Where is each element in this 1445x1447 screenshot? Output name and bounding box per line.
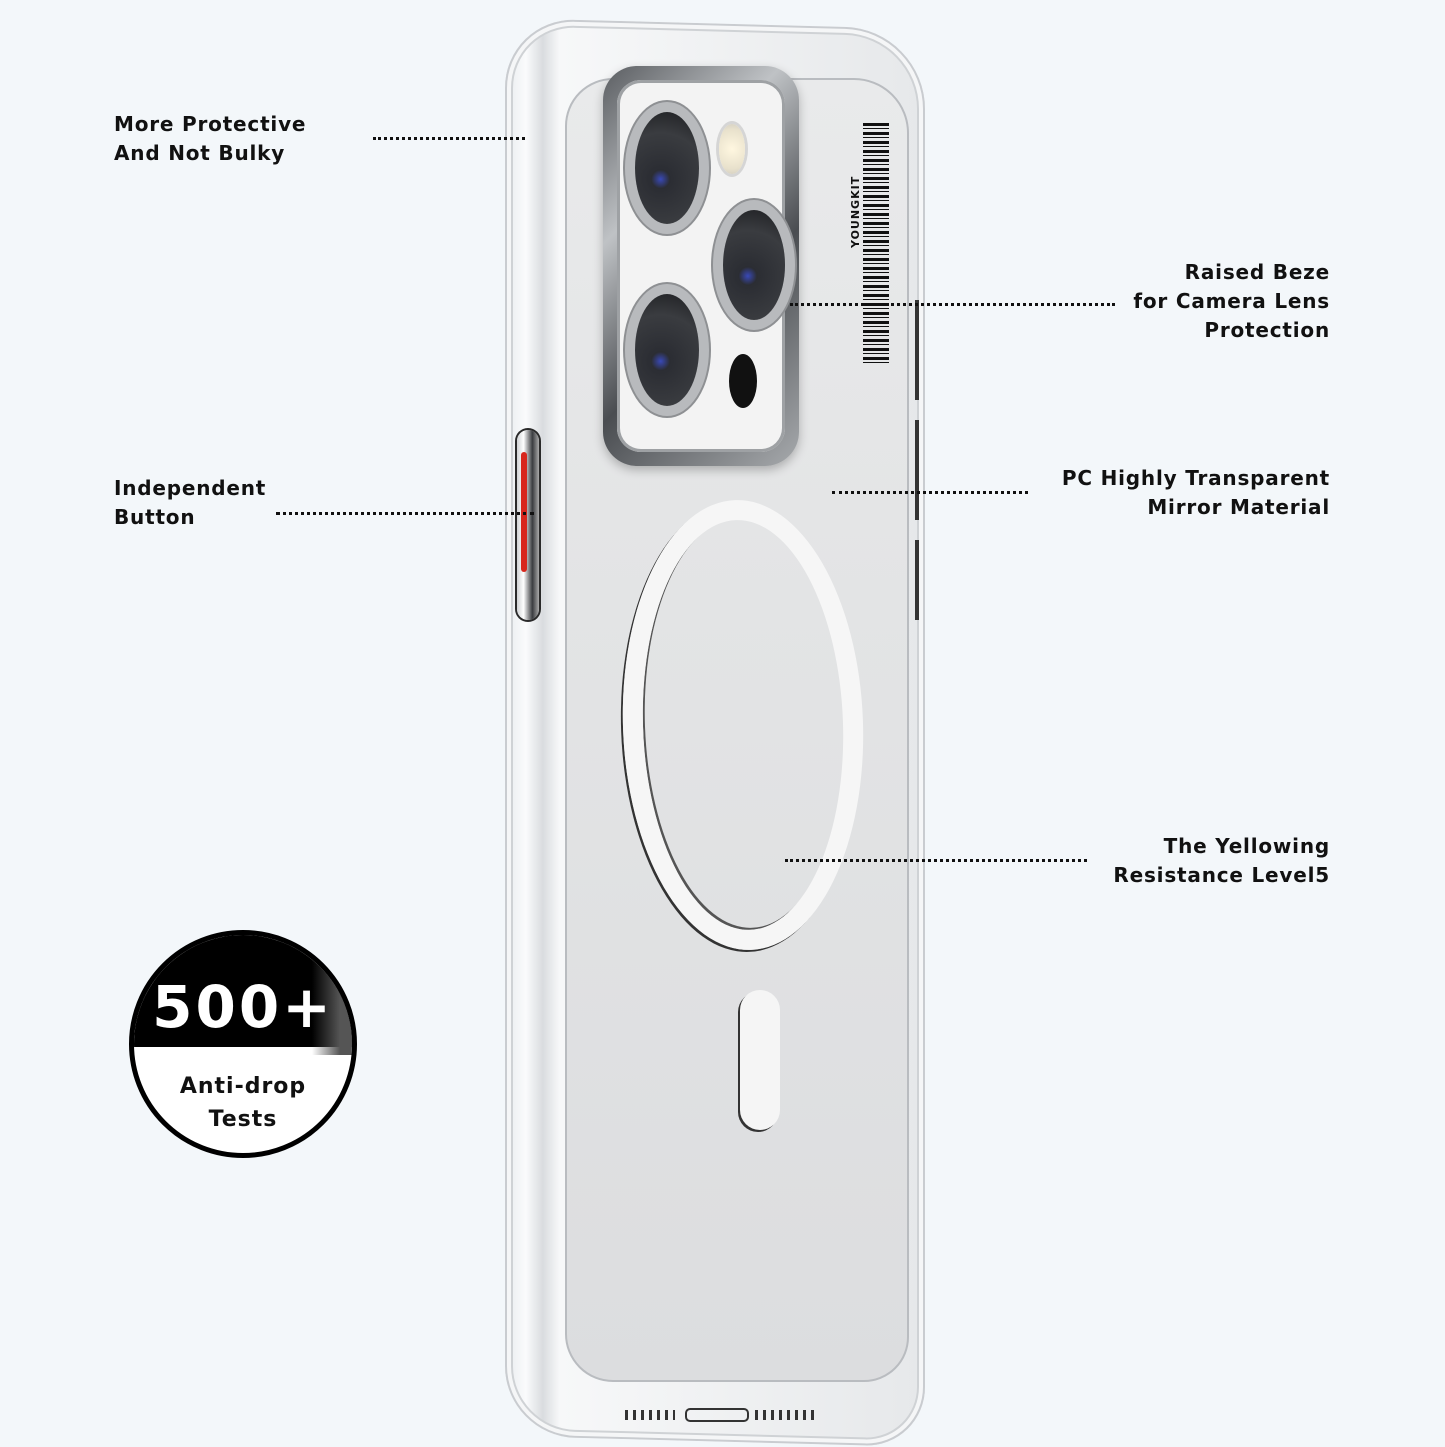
- callout-text-line: And Not Bulky: [114, 141, 286, 165]
- callout-text-line: for Camera Lens: [1133, 289, 1330, 313]
- badge-label-line: Tests: [208, 1107, 278, 1132]
- badge-label: Anti-drop Tests: [134, 1070, 352, 1136]
- speaker-grille-icon: [625, 1410, 675, 1420]
- camera-lens-icon: [635, 294, 699, 406]
- charging-port-icon: [685, 1408, 749, 1422]
- callout-text-line: The Yellowing: [1163, 834, 1330, 858]
- brand-barcode-label: YOUNGKIT: [849, 123, 889, 363]
- callout-more-protective: More Protective And Not Bulky: [114, 110, 306, 168]
- badge-number: 500+: [152, 973, 334, 1041]
- camera-lens-icon: [635, 112, 699, 224]
- callout-text-line: PC Highly Transparent: [1061, 466, 1330, 490]
- leader-line-material: [832, 491, 1028, 494]
- brand-name: YOUNGKIT: [849, 175, 862, 248]
- speaker-grille-icon: [755, 1410, 815, 1420]
- lidar-sensor-icon: [729, 354, 757, 408]
- barcode-icon: [863, 123, 889, 363]
- magsafe-alignment-tab: [740, 990, 780, 1130]
- anti-drop-badge: 500+ Anti-drop Tests: [129, 930, 357, 1158]
- leader-line-protective: [373, 137, 525, 140]
- callout-text-line: Independent: [114, 476, 267, 500]
- leader-line-camera: [790, 303, 1115, 306]
- callout-text-line: More Protective: [114, 112, 307, 136]
- callout-yellowing-resistance: The Yellowing Resistance Level5: [1113, 832, 1330, 890]
- badge-label-line: Anti-drop: [179, 1074, 307, 1099]
- camera-lens-icon: [723, 210, 785, 320]
- callout-independent-button: Independent Button: [114, 474, 266, 532]
- callout-text-line: Resistance Level5: [1113, 863, 1330, 887]
- badge-top-half: [134, 935, 352, 1055]
- camera-bezel: [603, 66, 799, 466]
- flash-icon: [719, 124, 745, 174]
- leader-line-button: [276, 512, 534, 515]
- right-side-buttons: [915, 300, 919, 620]
- callout-text-line: Mirror Material: [1147, 495, 1330, 519]
- camera-plate: [617, 80, 785, 452]
- callout-transparent-material: PC Highly Transparent Mirror Material: [1062, 464, 1330, 522]
- side-button: [517, 430, 539, 620]
- callout-text-line: Protection: [1204, 318, 1330, 342]
- callout-text-line: Raised Beze: [1184, 260, 1330, 284]
- callout-text-line: Button: [114, 505, 196, 529]
- callout-raised-bezel: Raised Beze for Camera Lens Protection: [1133, 258, 1330, 345]
- leader-line-yellowing: [785, 859, 1087, 862]
- phone-case-image: YOUNGKIT: [505, 18, 925, 1447]
